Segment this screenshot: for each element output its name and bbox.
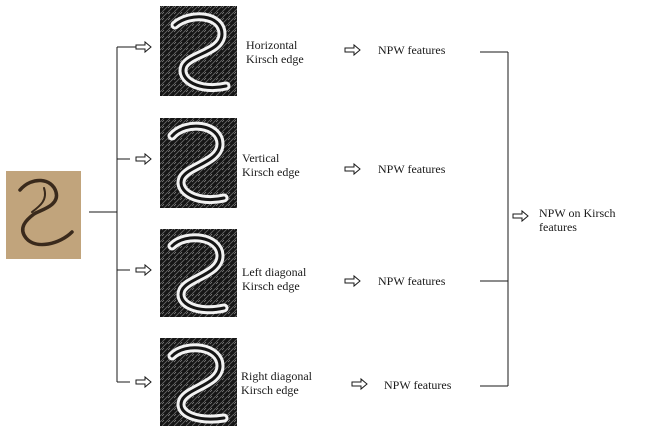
branch-arrow-1 [117,42,151,52]
edge-label-line2: Kirsch edge [242,165,352,179]
final-label-line2: features [539,220,651,234]
npw-feature-label-4: NPW features [384,378,451,392]
edge-image-vertical [160,118,237,208]
edge-image-horizontal [160,6,237,96]
edge-image-right-diagonal [160,338,237,426]
edge-label-line2: Kirsch edge [241,383,351,397]
edge-label-left-diagonal: Left diagonal Kirsch edge [242,265,352,293]
edge-label-line1: Left diagonal [242,265,352,279]
feature-arrow-4 [352,379,367,389]
edge-label-line1: Horizontal [246,38,356,52]
npw-feature-label-3: NPW features [378,274,445,288]
npw-kirsch-output-label: NPW on Kirsch features [539,206,651,234]
final-label-line1: NPW on Kirsch [539,206,651,220]
collector-lines [480,52,508,386]
input-character-image [6,171,81,259]
final-arrow [513,211,528,221]
branch-arrow-2 [117,154,151,164]
edge-label-line1: Vertical [242,151,352,165]
edge-label-vertical: Vertical Kirsch edge [242,151,352,179]
npw-feature-label-2: NPW features [378,162,445,176]
edge-label-right-diagonal: Right diagonal Kirsch edge [241,369,351,397]
npw-feature-label-1: NPW features [378,43,445,57]
edge-label-line1: Right diagonal [241,369,351,383]
edge-label-horizontal: Horizontal Kirsch edge [246,38,356,66]
edge-label-line2: Kirsch edge [246,52,356,66]
edge-image-left-diagonal [160,229,237,317]
branch-arrow-3 [117,265,151,275]
edge-label-line2: Kirsch edge [242,279,352,293]
branch-arrow-4 [117,377,151,387]
